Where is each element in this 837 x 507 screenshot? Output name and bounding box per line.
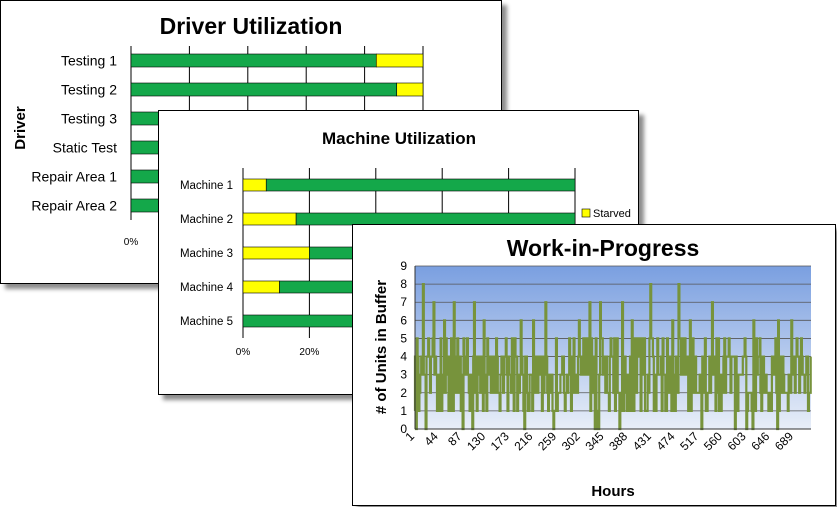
x-tick-label: 173 bbox=[488, 429, 512, 453]
bar-segment bbox=[130, 82, 398, 97]
category-label: Static Test bbox=[53, 140, 117, 156]
chart-title: Work-in-Progress bbox=[507, 235, 700, 261]
category-label: Machine 3 bbox=[180, 248, 233, 260]
y-tick-label: 4 bbox=[400, 350, 407, 364]
category-label: Machine 5 bbox=[180, 316, 233, 328]
x-tick-label: 560 bbox=[701, 429, 725, 453]
x-tick-label: 1 bbox=[402, 429, 417, 444]
x-tick-label: 87 bbox=[445, 429, 465, 449]
x-tick-label: 44 bbox=[421, 429, 441, 449]
bar-segment bbox=[375, 53, 424, 68]
x-tick-label: 431 bbox=[630, 429, 654, 453]
y-tick-label: 6 bbox=[400, 313, 407, 327]
x-tick-label: 517 bbox=[677, 429, 701, 453]
bar-segment bbox=[396, 82, 424, 97]
x-tick-label: 130 bbox=[464, 429, 488, 453]
category-label: Repair Area 1 bbox=[31, 169, 117, 185]
y-tick-label: 5 bbox=[400, 331, 407, 345]
category-label: Testing 1 bbox=[61, 53, 117, 69]
x-tick-label: 216 bbox=[511, 429, 535, 453]
x-tick-label: 302 bbox=[559, 429, 583, 453]
y-tick-label: 9 bbox=[400, 259, 407, 273]
bar-segment bbox=[242, 246, 310, 260]
chart-title: Driver Utilization bbox=[160, 13, 343, 39]
category-label: Machine 2 bbox=[180, 214, 233, 226]
x-tick-label: 646 bbox=[748, 429, 772, 453]
bar-segment bbox=[265, 178, 576, 192]
y-tick-label: 2 bbox=[400, 386, 407, 400]
category-label: Machine 4 bbox=[180, 282, 234, 294]
y-tick-label: 8 bbox=[400, 277, 407, 291]
bar-segment bbox=[242, 280, 280, 294]
bar-segment bbox=[242, 178, 267, 192]
chart-title: Machine Utilization bbox=[322, 129, 476, 148]
y-tick-label: 1 bbox=[400, 404, 407, 418]
legend-label: Starved bbox=[593, 208, 631, 220]
x-tick-label: 20% bbox=[299, 347, 319, 358]
x-tick-label: 259 bbox=[535, 429, 559, 453]
x-tick-label: 689 bbox=[772, 429, 796, 453]
x-tick-label: 474 bbox=[654, 429, 678, 453]
y-axis-title: Driver bbox=[12, 106, 29, 150]
y-tick-label: 0 bbox=[400, 422, 407, 436]
x-tick-label: 0% bbox=[124, 237, 139, 248]
x-tick-label: 345 bbox=[583, 429, 607, 453]
y-tick-label: 3 bbox=[400, 368, 407, 382]
x-tick-label: 0% bbox=[236, 347, 251, 358]
series-line bbox=[413, 283, 812, 431]
category-label: Testing 2 bbox=[61, 82, 117, 98]
y-tick-label: 7 bbox=[400, 295, 407, 309]
category-label: Machine 1 bbox=[180, 180, 233, 192]
x-tick-label: 388 bbox=[606, 429, 630, 453]
category-label: Repair Area 2 bbox=[31, 198, 117, 214]
bar-segment bbox=[242, 212, 297, 226]
bar-segment bbox=[130, 53, 377, 68]
category-label: Testing 3 bbox=[61, 111, 117, 127]
x-axis-title: Hours bbox=[591, 483, 634, 500]
y-axis-title: # of Units in Buffer bbox=[373, 280, 390, 414]
legend-swatch bbox=[581, 208, 591, 218]
x-tick-label: 603 bbox=[725, 429, 749, 453]
